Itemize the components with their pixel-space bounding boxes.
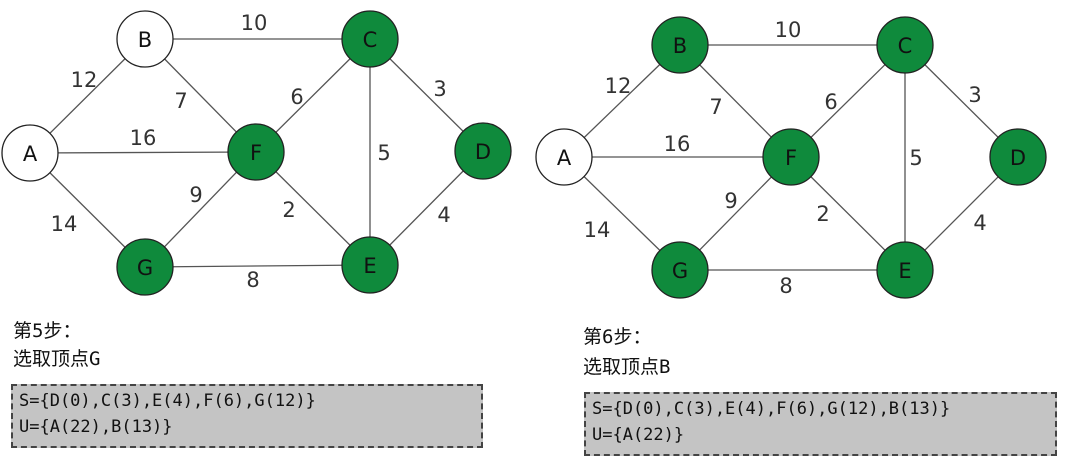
node-G: [116, 238, 174, 296]
edge-weight-C-D: 3: [968, 83, 981, 107]
edge-weight-F-G: 9: [724, 189, 737, 213]
u-set-line: U={A(22)}: [592, 425, 685, 445]
node-label-A: A: [23, 142, 38, 166]
node-A: [535, 128, 593, 186]
edge-weight-F-E: 2: [816, 202, 829, 226]
edge-weight-D-E: 4: [437, 203, 450, 227]
node-B: [116, 10, 174, 68]
graph-panel-1: 12 16 14 10 7 6 5 3 9 2 8 4 A B C D E F G: [1, 10, 512, 296]
node-D: [989, 128, 1047, 186]
node-label-F: F: [785, 146, 797, 170]
set-box-panel-2: S={D(0),C(3),E(4),F(6),G(12),B(13)} U={A…: [584, 392, 1057, 456]
edge-weight-D-E: 4: [973, 211, 986, 235]
edge-weight-F-E: 2: [282, 198, 295, 222]
edge-weight-A-B: 12: [71, 68, 98, 92]
node-E: [341, 236, 399, 294]
u-set-line: U={A(22),B(13)}: [19, 417, 173, 437]
edge-weight-C-D: 3: [433, 77, 446, 101]
node-label-E: E: [898, 259, 911, 283]
s-set-line: S={D(0),C(3),E(4),F(6),G(12)}: [19, 391, 316, 411]
node-label-C: C: [363, 28, 378, 52]
node-label-B: B: [673, 34, 687, 58]
node-label-D: D: [475, 140, 491, 164]
node-G: [651, 241, 709, 299]
node-label-G: G: [137, 256, 153, 280]
step-title-panel-2: 第6步：: [583, 326, 652, 348]
step-action-panel-1: 选取顶点G: [13, 348, 101, 370]
edge-weight-A-F: 16: [664, 132, 691, 156]
edge-weight-A-G: 14: [584, 218, 611, 242]
node-E: [876, 241, 934, 299]
edge-weight-B-F: 7: [709, 95, 722, 119]
edge-A-F: [29, 151, 257, 154]
edge-weight-A-F: 16: [130, 126, 157, 150]
edge-weight-F-G: 9: [189, 183, 202, 207]
edge-weight-C-F: 6: [290, 85, 303, 109]
edge-weight-A-B: 12: [605, 74, 632, 98]
edge-weight-B-C: 10: [241, 11, 268, 35]
step-title-panel-1: 第5步：: [13, 320, 82, 342]
edge-G-E: [144, 264, 371, 268]
edge-weight-C-F: 6: [824, 90, 837, 114]
node-A: [1, 124, 59, 182]
s-set-line: S={D(0),C(3),E(4),F(6),G(12),B(13)}: [592, 399, 951, 419]
graph-panel-2: 12 16 14 10 7 6 5 3 9 2 8 4 A B C D E F G: [535, 16, 1047, 299]
set-box-panel-1: S={D(0),C(3),E(4),F(6),G(12)} U={A(22),B…: [11, 384, 483, 448]
node-F: [227, 123, 285, 181]
edge-weight-B-F: 7: [174, 89, 187, 113]
node-label-E: E: [363, 254, 376, 278]
edge-weight-C-E: 5: [909, 146, 922, 170]
node-C: [341, 10, 399, 68]
node-label-F: F: [250, 141, 262, 165]
node-label-B: B: [138, 28, 152, 52]
node-D: [454, 122, 512, 180]
node-C: [876, 16, 934, 74]
node-label-D: D: [1010, 146, 1026, 170]
node-B: [651, 16, 709, 74]
node-label-C: C: [898, 34, 913, 58]
node-F: [762, 128, 820, 186]
edge-weight-B-C: 10: [775, 18, 802, 42]
edge-weight-G-E: 8: [779, 274, 792, 298]
edge-weight-G-E: 8: [246, 268, 259, 292]
node-label-A: A: [557, 146, 572, 170]
step-action-panel-2: 选取顶点B: [583, 356, 671, 378]
node-label-G: G: [672, 259, 688, 283]
edge-weight-A-G: 14: [51, 212, 78, 236]
edge-weight-C-E: 5: [377, 141, 390, 165]
